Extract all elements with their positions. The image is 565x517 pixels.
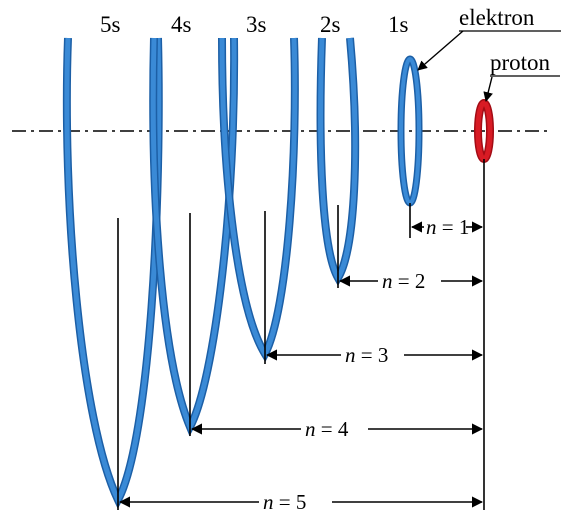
- orbital-5s: [62, 37, 163, 509]
- distance-label-n5: n = 5: [263, 490, 306, 512]
- electron-pointer: [417, 30, 464, 71]
- distance-label-n1: n = 1: [426, 215, 469, 239]
- distance-label-n2: n = 2: [382, 269, 425, 293]
- orbital-label-5s: 5s: [100, 12, 121, 37]
- proton-pointer: [483, 76, 493, 102]
- orbital-label-1s: 1s: [388, 12, 409, 37]
- proton-label: proton: [490, 50, 551, 75]
- orbital-label-3s: 3s: [246, 12, 267, 37]
- electron-label: elektron: [459, 5, 535, 30]
- distance-label-n3: n = 3: [345, 343, 388, 367]
- distance-label-n4: n = 4: [305, 417, 349, 441]
- orbital-label-2s: 2s: [320, 12, 341, 37]
- orbital-label-4s: 4s: [171, 12, 192, 37]
